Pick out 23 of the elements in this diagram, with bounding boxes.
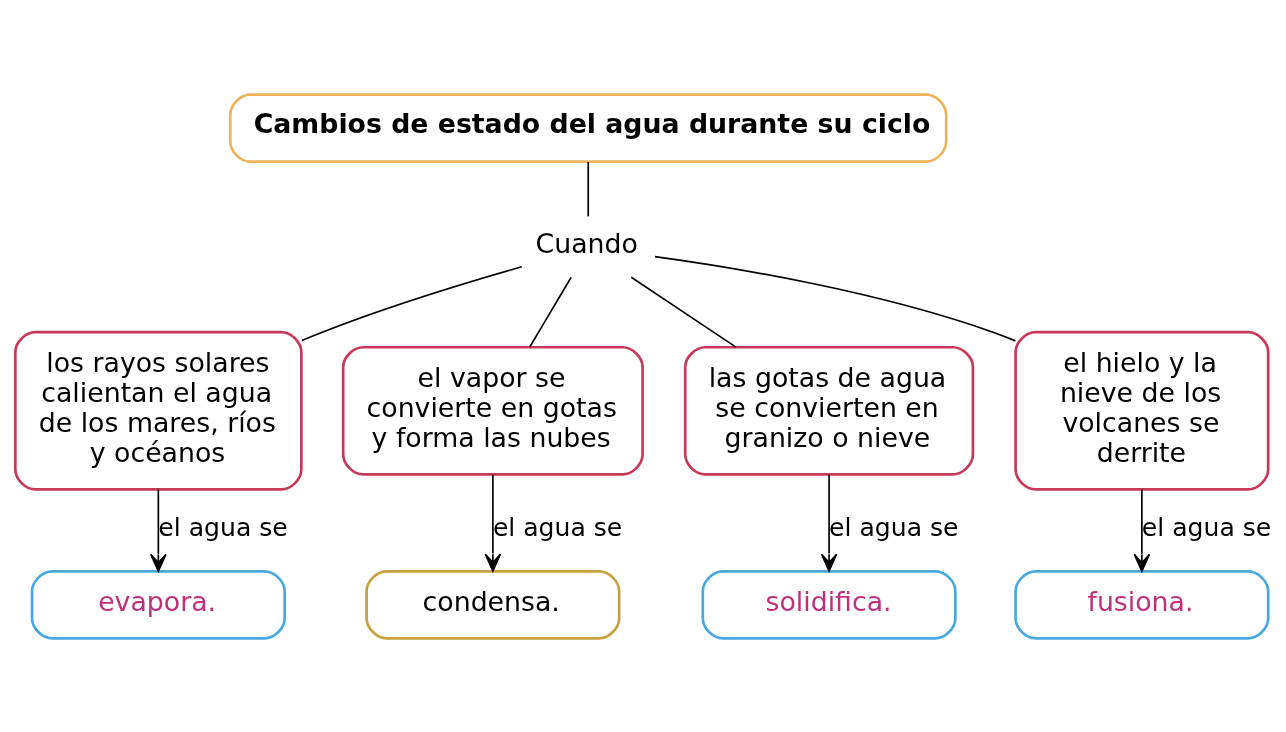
node-box: solidifica. [701,569,957,640]
node-box: fusiona. [1014,569,1270,640]
node-box: Cambios de estado del agua durante su ciclo [228,92,948,163]
edge-label: el agua se [1141,512,1272,542]
edge-label: el agua se [158,512,288,542]
arrow [484,473,502,572]
connector [300,265,523,341]
arrow [820,473,838,572]
arrow [1133,488,1151,572]
node-box: evapora. [30,569,286,640]
node-box: el vapor se convierte en gotas y forma las nubes [341,345,644,476]
node-box: condensa. [365,569,621,640]
connector [529,275,572,348]
node-box: los rayos solares calientan el agua de los mares, ríos y océanos [14,330,303,491]
node-box: el hielo y la nieve de los volcanes se derrite [1014,330,1270,491]
edge-label: el agua se [492,512,623,542]
node-box: las gotas de agua se convierten en granizo o nieve [683,345,975,476]
edge-label: el agua se [829,512,959,542]
arrow [150,488,167,572]
connector [587,160,590,217]
node-text: Cuando [535,227,638,259]
connector [630,275,737,348]
connector [654,255,1017,342]
